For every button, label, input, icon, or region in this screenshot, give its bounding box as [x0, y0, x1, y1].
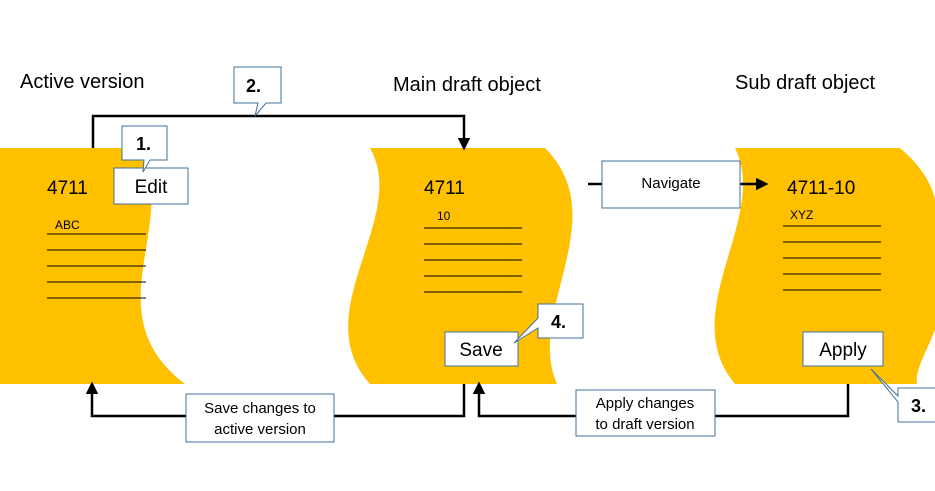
sub-draft-document-id: 4711-10	[787, 178, 855, 199]
heading-sub-draft: Sub draft object	[735, 72, 876, 94]
heading-main-draft: Main draft object	[393, 74, 541, 96]
save-changes-label-line1: Save changes to	[204, 400, 316, 417]
step-4-callout: 4.	[513, 303, 584, 344]
main-draft-document-lines	[424, 227, 522, 293]
sub-draft-document-field: XYZ	[790, 208, 813, 222]
active-version-document: 4711 ABC Edit	[0, 148, 189, 384]
save-button[interactable]: Save	[444, 331, 519, 367]
main-draft-document-field: 10	[437, 209, 451, 223]
create-draft-connector	[91, 114, 471, 151]
step-4-label: 4.	[551, 312, 566, 332]
main-draft-document-id: 4711	[424, 178, 465, 199]
active-document-lines	[47, 233, 146, 299]
save-button-label: Save	[459, 340, 502, 361]
navigate-label: Navigate	[641, 175, 700, 192]
active-document-id: 4711	[47, 178, 88, 199]
heading-active-version: Active version	[20, 71, 145, 93]
main-draft-document-shape	[348, 148, 573, 384]
step-3-label: 3.	[911, 396, 926, 416]
edit-button[interactable]: Edit	[113, 167, 189, 205]
apply-button-label: Apply	[819, 340, 867, 361]
navigate-label-box: Navigate	[601, 160, 741, 209]
edit-button-label: Edit	[135, 177, 168, 198]
step-1-label: 1.	[136, 134, 151, 154]
step-3-callout: 3.	[870, 368, 935, 423]
step-2-label: 2.	[246, 76, 261, 96]
sub-draft-document-lines	[783, 225, 881, 291]
save-changes-label-line2: active version	[214, 421, 306, 438]
sub-draft-document: 4711-10 XYZ Apply	[714, 148, 935, 384]
apply-changes-label-line1: Apply changes	[596, 395, 694, 412]
active-document-field: ABC	[55, 218, 80, 232]
apply-changes-label-box: Apply changes to draft version	[575, 389, 716, 437]
main-draft-document: 4711 10 Save	[348, 148, 573, 384]
apply-changes-label-line2: to draft version	[595, 416, 694, 433]
apply-button[interactable]: Apply	[802, 331, 884, 367]
step-2-callout: 2.	[233, 66, 282, 117]
sub-draft-document-shape	[714, 148, 935, 384]
step-1-callout: 1.	[121, 125, 168, 173]
save-changes-label-box: Save changes to active version	[185, 393, 335, 443]
